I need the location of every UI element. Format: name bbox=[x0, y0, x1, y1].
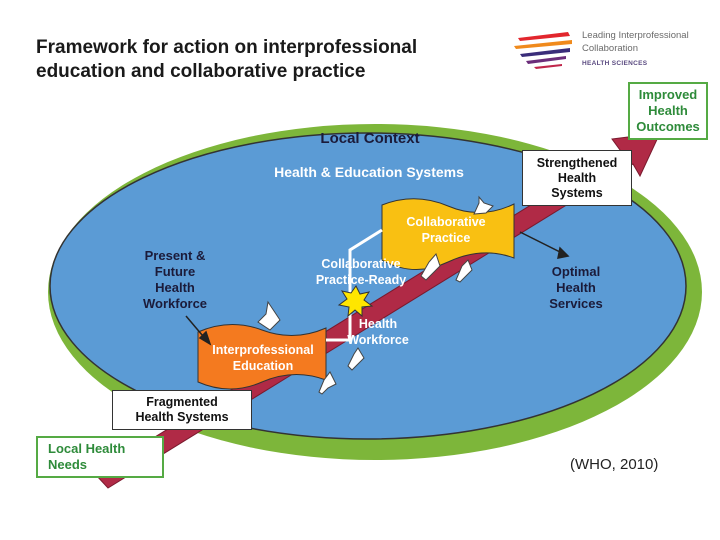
present-future-line3: Health bbox=[155, 280, 195, 295]
logo-stripes-icon bbox=[514, 32, 572, 69]
collab-ready-line1: Collaborative bbox=[321, 257, 401, 271]
arrow-down-1 bbox=[473, 195, 494, 215]
strengthened-box: Strengthened Health Systems bbox=[522, 150, 632, 206]
local-context-label: Local Context bbox=[320, 130, 420, 147]
arrow-up-4 bbox=[347, 347, 365, 371]
present-future-line2: Future bbox=[154, 264, 196, 279]
strengthened-line2: Health bbox=[557, 170, 597, 185]
fragmented-line2: Health Systems bbox=[135, 410, 229, 424]
collab-practice-line1: Collaborative bbox=[406, 215, 486, 229]
improved-outcomes-line2: Health bbox=[648, 103, 688, 118]
arrow-down-2 bbox=[257, 300, 281, 331]
ipe-line1: Interprofessional bbox=[212, 343, 314, 357]
collab-practice-line2: Practice bbox=[421, 231, 471, 245]
arrow-to-optimal-head bbox=[557, 246, 570, 259]
logo-line-3: HEALTH SCIENCES bbox=[582, 60, 648, 67]
present-future-label: Present & Future Health Workforce bbox=[120, 248, 230, 312]
arrow-from-workforce-head bbox=[198, 330, 212, 346]
optimal-line3: Services bbox=[549, 296, 603, 311]
logo-line-2: Collaboration bbox=[582, 43, 638, 54]
local-needs-box: Local Health Needs bbox=[36, 436, 164, 478]
collab-ready-line2: Practice-Ready bbox=[315, 273, 407, 287]
arrow-up-2 bbox=[455, 259, 473, 283]
citation: (WHO, 2010) bbox=[570, 456, 659, 473]
optimal-line1: Optimal bbox=[551, 264, 601, 279]
health-workforce-line1: Health bbox=[358, 317, 398, 331]
health-workforce-line2: Workforce bbox=[347, 333, 409, 347]
lipc-logo: Leading Interprofessional Collaboration … bbox=[512, 26, 712, 74]
arrow-up-3 bbox=[318, 371, 337, 395]
fragmented-line1: Fragmented bbox=[146, 395, 218, 409]
present-future-line4: Workforce bbox=[142, 296, 208, 311]
title-line-2: education and collaborative practice bbox=[36, 61, 366, 82]
improved-outcomes-line1: Improved bbox=[638, 87, 698, 102]
logo-line-1: Leading Interprofessional bbox=[582, 30, 689, 41]
present-future-line1: Present & bbox=[144, 248, 206, 263]
collab-practice-label: Collaborative Practice bbox=[386, 214, 506, 246]
optimal-label: Optimal Health Services bbox=[526, 264, 626, 312]
ipe-label: Interprofessional Education bbox=[200, 342, 326, 374]
arrow-up-1 bbox=[420, 253, 441, 281]
practice-ready-star bbox=[337, 285, 374, 318]
title-line-1: Framework for action on interprofessiona… bbox=[36, 37, 418, 58]
ipe-line2: Education bbox=[232, 359, 294, 373]
fragmented-box: Fragmented Health Systems bbox=[112, 390, 252, 430]
local-needs-line2: Needs bbox=[48, 457, 88, 472]
health-workforce-label: Health Workforce bbox=[336, 316, 420, 348]
slide-title: Framework for action on interprofessiona… bbox=[36, 36, 496, 84]
improved-outcomes-box: Improved Health Outcomes bbox=[628, 82, 708, 140]
strengthened-line1: Strengthened bbox=[536, 155, 618, 170]
collab-ready-label: Collaborative Practice-Ready bbox=[296, 256, 426, 288]
local-needs-line1: Local Health bbox=[48, 441, 126, 456]
improved-outcomes-line3: Outcomes bbox=[636, 119, 700, 134]
systems-label: Health & Education Systems bbox=[274, 164, 464, 180]
strengthened-line3: Systems bbox=[551, 185, 603, 200]
optimal-line2: Health bbox=[556, 280, 596, 295]
practice-banner bbox=[381, 198, 515, 271]
